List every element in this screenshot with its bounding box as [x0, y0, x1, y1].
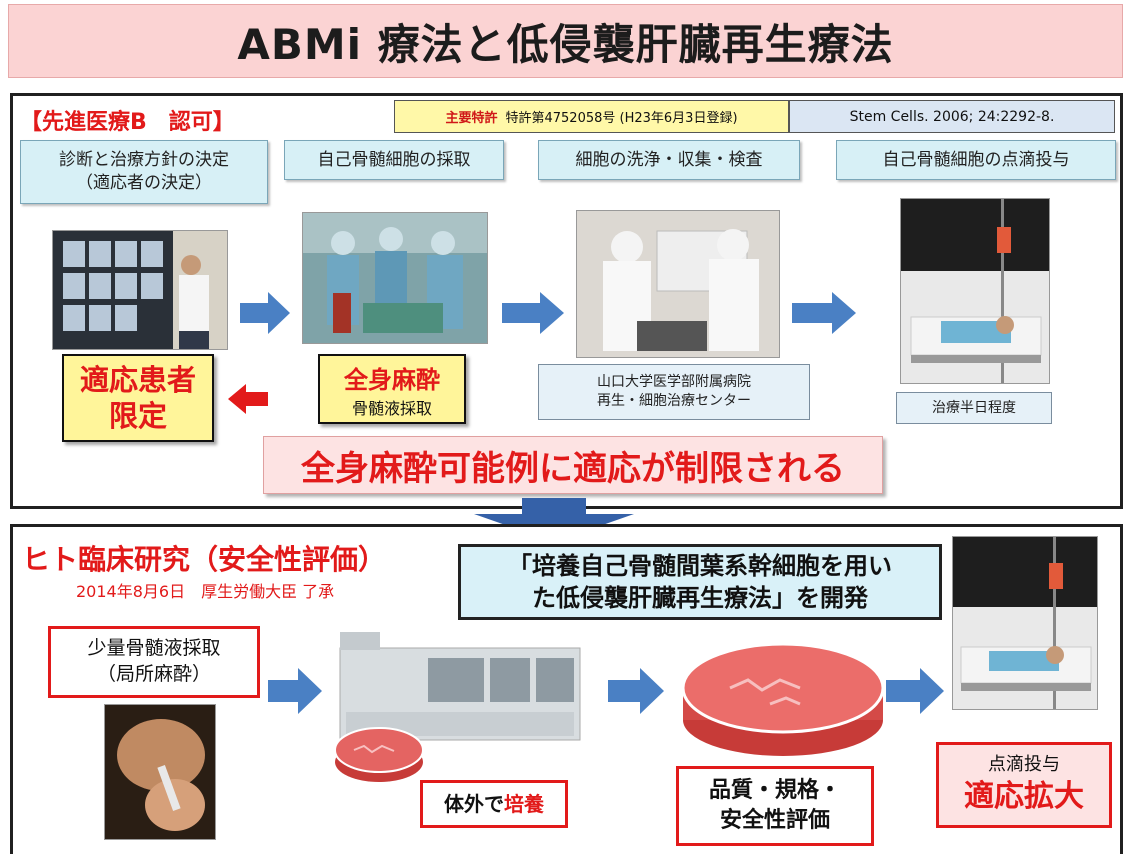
limited-patients-line1: 適応患者	[79, 362, 196, 397]
half-day-note: 治療半日程度	[896, 392, 1052, 424]
petri-dish-small-icon	[332, 722, 426, 786]
step-harvest: 自己骨髄細胞の採取	[284, 140, 504, 180]
step-diagnosis-line2: （適応者の決定）	[76, 173, 212, 193]
arrow-right-icon	[502, 292, 564, 334]
page-title: ABMi 療法と低侵襲肝臓再生療法	[8, 4, 1123, 78]
step-diagnosis-line1: 診断と治療方針の決定	[59, 150, 229, 171]
small-collection-line1: 少量骨髄液採取	[87, 637, 221, 660]
bone-marrow-aspiration-photo	[104, 704, 216, 840]
small-collection-line2: （局所麻酔）	[96, 663, 211, 685]
arrow-right-icon	[792, 292, 856, 334]
clinical-research-heading: ヒト臨床研究（安全性評価）	[22, 543, 387, 576]
cell-center-line2: 再生・細胞治療センター	[597, 393, 751, 409]
limited-patients-line2: 限定	[108, 399, 167, 433]
cell-center-photo	[576, 210, 780, 358]
doctor-xray-photo	[52, 230, 228, 350]
reference-citation: Stem Cells. 2006; 24:2292-8.	[789, 100, 1115, 133]
development-box: 「培養自己骨髄間葉系幹細胞を用い た低侵襲肝臓再生療法」を開発	[458, 544, 942, 620]
patent-text: 特許第4752058号 (H23年6月3日登録)	[505, 111, 738, 126]
bone-marrow-collection-label: 骨髄液採取	[351, 398, 432, 418]
approval-date: 2014年8月6日 厚生労働大臣 了承	[76, 582, 335, 601]
step-infusion: 自己骨髄細胞の点滴投与	[836, 140, 1116, 180]
patent-box: 主要特許 特許第4752058号 (H23年6月3日登録)	[394, 100, 789, 133]
indication-expansion-label: 適応拡大	[964, 778, 1084, 814]
incubator-photo	[336, 628, 584, 754]
limited-patients-box: 適応患者 限定	[62, 354, 214, 442]
development-line1: 「培養自己骨髄間葉系幹細胞を用い	[508, 551, 892, 580]
general-anesthesia-label: 全身麻酔	[344, 365, 440, 394]
arrow-right-icon	[268, 668, 322, 714]
petri-dish-large-icon	[680, 640, 886, 760]
in-vitro-culture-box: 体外で 培養	[420, 780, 568, 828]
development-line2: た低侵襲肝臓再生療法」を開発	[532, 584, 868, 612]
surgery-photo	[302, 212, 488, 344]
cell-center-note: 山口大学医学部附属病院 再生・細胞治療センター	[538, 364, 810, 420]
quality-line1: 品質・規格・	[708, 778, 841, 804]
arrow-right-icon	[608, 668, 664, 714]
step-wash: 細胞の洗浄・収集・検査	[538, 140, 800, 180]
infusion-label: 点滴投与	[988, 753, 1060, 775]
step-diagnosis: 診断と治療方針の決定 （適応者の決定）	[20, 140, 268, 204]
arrow-left-icon	[228, 384, 268, 414]
arrow-down-icon	[474, 498, 634, 542]
quality-line2: 安全性評価	[719, 808, 830, 833]
culture-highlight: 培養	[504, 791, 544, 816]
arrow-right-icon	[886, 668, 944, 714]
cell-center-line1: 山口大学医学部附属病院	[597, 374, 751, 391]
patent-label: 主要特許	[445, 111, 498, 126]
infusion-expansion-box: 点滴投与 適応拡大	[936, 742, 1112, 828]
quality-evaluation-box: 品質・規格・ 安全性評価	[676, 766, 874, 846]
approval-heading: 【先進医療B 認可】	[20, 110, 235, 135]
arrow-right-icon	[240, 292, 290, 334]
small-collection-box: 少量骨髄液採取 （局所麻酔）	[48, 626, 260, 698]
iv-infusion-photo-bottom	[952, 536, 1098, 710]
restriction-banner: 全身麻酔可能例に適応が制限される	[263, 436, 883, 494]
culture-prefix: 体外で	[444, 791, 504, 816]
general-anesthesia-box: 全身麻酔 骨髄液採取	[318, 354, 466, 424]
iv-infusion-photo-top	[900, 198, 1050, 384]
